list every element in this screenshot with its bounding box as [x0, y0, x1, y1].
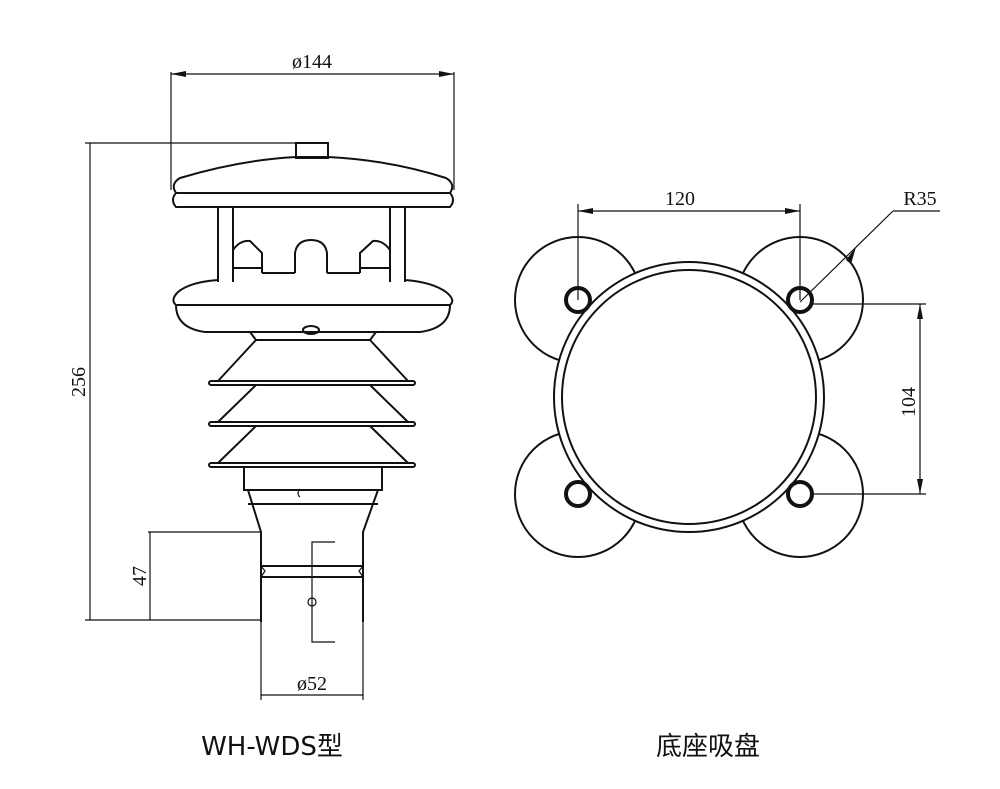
- caption-suction-base: 底座吸盘: [656, 732, 760, 762]
- dim-total-height: 256: [68, 142, 296, 621]
- dim-label-horizontal-spacing: 120: [665, 188, 695, 210]
- dim-top-diameter: ø144: [170, 51, 455, 190]
- caption-sensor-model: WH-WDS型: [201, 732, 343, 762]
- radiation-shield: [208, 339, 416, 468]
- transducer-left: [232, 239, 263, 273]
- suction-base-plan: 120 104 R35: [514, 188, 940, 558]
- dim-label-total-height: 256: [68, 367, 90, 397]
- dim-label-base-diameter: ø52: [297, 673, 327, 695]
- dim-horizontal-spacing: 120: [577, 188, 801, 300]
- dim-base-diameter: ø52: [260, 620, 364, 700]
- transducer-right: [359, 239, 391, 273]
- top-knob: [295, 142, 329, 159]
- dim-label-base-height: 47: [129, 566, 151, 586]
- top-cap: [172, 156, 454, 194]
- base-outer-ring: [553, 261, 825, 533]
- dim-suction-radius: R35: [799, 188, 940, 303]
- sensor-elevation: ø144: [68, 51, 455, 700]
- dim-vertical-spacing: 104: [812, 303, 926, 495]
- dim-base-height: 47: [129, 531, 261, 620]
- dim-label-suction-radius: R35: [903, 188, 936, 210]
- dim-label-top-diameter: ø144: [292, 51, 332, 73]
- dim-label-vertical-spacing: 104: [898, 387, 920, 417]
- base-inner-ring: [561, 269, 817, 525]
- transducer-center: [294, 238, 328, 273]
